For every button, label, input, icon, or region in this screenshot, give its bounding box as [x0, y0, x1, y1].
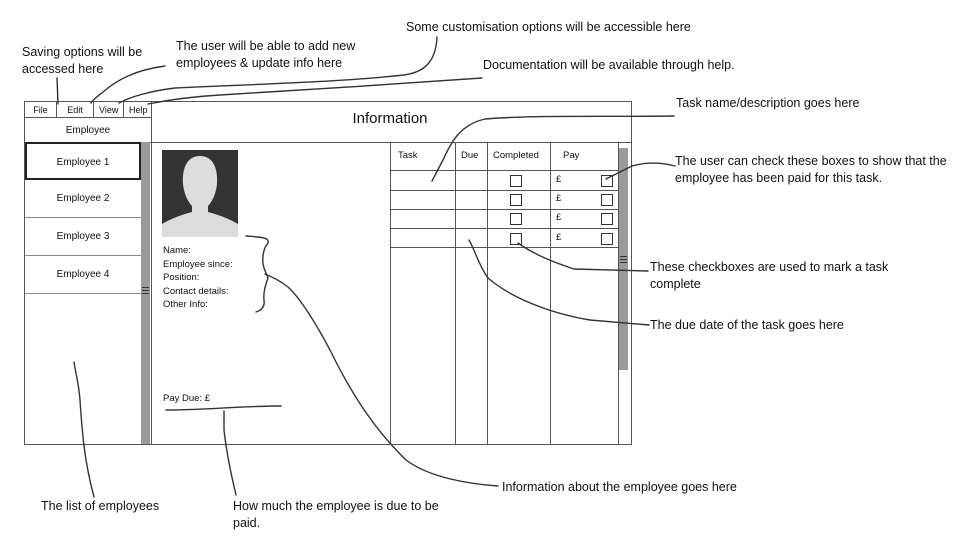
field-contact-details: Contact details: — [163, 285, 229, 297]
pay-currency: £ — [556, 232, 562, 243]
scroll-grip — [620, 259, 627, 260]
table-border — [390, 142, 391, 444]
connector-saving — [56, 77, 59, 105]
employee-item-4[interactable]: Employee 4 — [25, 256, 141, 294]
completed-checkbox[interactable] — [510, 233, 522, 245]
menu-edit[interactable]: Edit — [57, 102, 94, 118]
information-title: Information — [352, 110, 428, 127]
annotation-complete-checkboxes: These checkboxes are used to mark a task… — [650, 260, 889, 291]
annotation-task-name: Task name/description goes here — [676, 96, 860, 110]
field-name: Name: — [163, 245, 191, 256]
annotation-paid-checkboxes: The user can check these boxes to show t… — [675, 154, 947, 185]
table-divider — [455, 142, 456, 444]
connector-due-date — [468, 239, 650, 326]
completed-checkbox[interactable] — [510, 175, 522, 187]
paid-checkbox[interactable] — [601, 194, 613, 206]
scroll-grip — [142, 287, 149, 288]
employee-photo — [162, 150, 238, 237]
connector-pay-due-bracket — [165, 405, 282, 411]
connector-edit — [90, 65, 166, 104]
employee-item-3[interactable]: Employee 3 — [25, 218, 141, 256]
task-table-scrollbar[interactable] — [619, 148, 628, 370]
annotation-saving-options: Saving options will be accessed here — [22, 45, 143, 76]
table-row-divider — [390, 170, 618, 171]
annotation-employee-info: Information about the employee goes here — [502, 480, 737, 494]
annotation-add-employees: The user will be able to add new employe… — [176, 39, 356, 70]
annotation-employee-list: The list of employees — [41, 499, 160, 513]
connector-view — [118, 36, 438, 104]
table-row-divider — [390, 228, 618, 229]
scroll-grip — [142, 293, 149, 294]
completed-checkbox[interactable] — [510, 194, 522, 206]
annotation-documentation: Documentation will be available through … — [483, 58, 735, 72]
app-window: File Edit View Help Employee Employee 1 … — [24, 101, 632, 445]
connector-paid-checkbox — [605, 162, 676, 180]
paid-checkbox[interactable] — [601, 175, 613, 187]
divider — [151, 102, 152, 444]
connector-completed-checkbox — [517, 242, 649, 272]
pay-due-label: Pay Due: £ — [163, 393, 210, 404]
field-position: Position: — [163, 272, 200, 283]
employee-item-1[interactable]: Employee 1 — [25, 142, 141, 180]
column-header-task: Task — [398, 150, 418, 161]
annotation-due-date: The due date of the task goes here — [650, 318, 844, 332]
connector-employee-list — [73, 361, 95, 498]
table-border — [618, 142, 619, 444]
connector-employee-info-bracket — [245, 235, 269, 313]
table-row-divider — [390, 190, 618, 191]
menu-view[interactable]: View — [94, 102, 124, 118]
scroll-grip — [142, 290, 149, 291]
user-silhouette-icon — [162, 156, 238, 237]
pay-currency: £ — [556, 193, 562, 204]
table-row-divider — [390, 209, 618, 210]
completed-checkbox[interactable] — [510, 213, 522, 225]
menu-bar: File Edit View Help — [25, 102, 152, 119]
scroll-grip — [620, 262, 627, 263]
paid-checkbox[interactable] — [601, 213, 613, 225]
annotation-pay-due: How much the employee is due to be paid. — [233, 499, 439, 530]
column-header-completed: Completed — [493, 150, 539, 161]
paid-checkbox[interactable] — [601, 233, 613, 245]
connector-task-name — [431, 115, 675, 182]
pay-currency: £ — [556, 174, 562, 185]
pay-currency: £ — [556, 212, 562, 223]
table-divider — [550, 142, 551, 444]
employee-list: Employee 1 Employee 2 Employee 3 Employe… — [25, 142, 141, 294]
field-employee-since: Employee since: — [163, 258, 233, 270]
menu-file[interactable]: File — [25, 102, 57, 118]
column-header-due: Due — [461, 150, 479, 161]
connector-pay-due — [223, 410, 237, 496]
table-divider — [487, 142, 488, 444]
scroll-grip — [620, 256, 627, 257]
employee-info-fields: Name: Employee since: Position: Contact … — [163, 244, 233, 312]
column-header-pay: Pay — [563, 150, 580, 161]
table-row-divider — [390, 247, 618, 248]
connector-employee-info — [264, 273, 499, 487]
annotation-customisation: Some customisation options will be acces… — [406, 20, 691, 34]
employee-item-2[interactable]: Employee 2 — [25, 180, 141, 218]
field-other-info: Other Info: — [163, 299, 208, 310]
divider — [151, 142, 631, 143]
employee-list-scrollbar[interactable] — [141, 142, 150, 444]
connector-help — [147, 77, 483, 105]
